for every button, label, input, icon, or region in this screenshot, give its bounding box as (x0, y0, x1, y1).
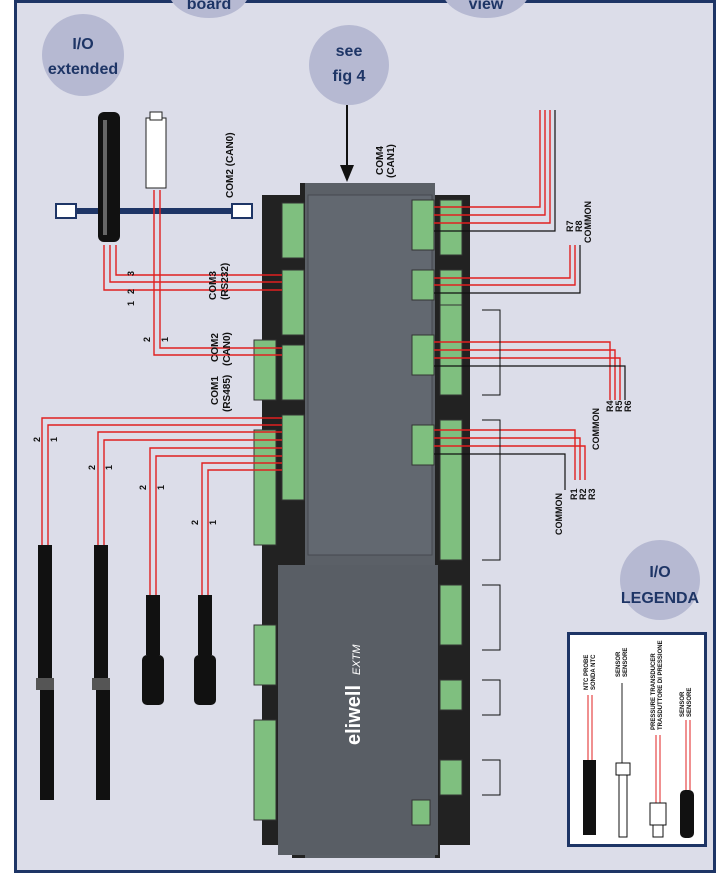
view-bubble (442, 0, 530, 18)
brand-model: EXTM (351, 644, 363, 675)
common-bot-label: COMMON (554, 493, 564, 535)
controller-lower-front (278, 565, 438, 855)
io-extended-line2: extended (47, 61, 119, 78)
wire-num-1e: 1 (156, 485, 166, 490)
legend-probe-icons (583, 683, 694, 838)
wire-num-2c: 2 (32, 437, 42, 442)
see-fig-bubble (309, 25, 389, 105)
r6-label: R6 (623, 400, 633, 412)
com2-top-label: COM2 (CAN0) (225, 132, 236, 198)
com2-label-line1: COM2 (210, 333, 221, 362)
board-bubble (168, 0, 250, 18)
io-legenda-line1: I/O (649, 564, 671, 581)
legend-sensor2-line1: SENSOR (680, 691, 686, 717)
common-top-label: COMMON (583, 201, 593, 243)
legend-box: NTC PROBE SONDA NTC SENSOR SENSORE PRESS… (567, 632, 707, 847)
see-fig-line1: see (335, 43, 363, 60)
wire-num-2e: 2 (138, 485, 148, 490)
com1-label-line2: (RS485) (222, 375, 233, 412)
probes (36, 545, 216, 800)
red-wires-right (434, 110, 621, 480)
wire-num-1c: 1 (49, 437, 59, 442)
red-wires-left (41, 190, 282, 690)
bracket-lines (482, 309, 501, 796)
com1-label-line1: COM1 (210, 376, 221, 405)
common-wires (434, 110, 626, 490)
r7-label: R7 (565, 220, 575, 232)
legend-ntc-line1: NTC PROBE (584, 655, 590, 690)
board-label: board (186, 0, 232, 13)
com3-label-line1: COM3 (208, 271, 219, 300)
wire-num-1d: 1 (104, 465, 114, 470)
left-terminals (253, 202, 305, 821)
wire-num-2b: 2 (142, 337, 152, 342)
relay-labels: R7 R8 COMMON R4 R5 R6 COMMON COMMON R1 R… (554, 201, 633, 535)
com3-label-line2: (RS232) (220, 263, 231, 300)
io-legenda-line2: LEGENDA (620, 590, 700, 607)
legend-sensor2-line2: SENSORE (687, 688, 693, 717)
io-extended-bubble (42, 14, 124, 96)
legend-pressure-line2: TRASDUTTORE DI PRESSIONE (658, 640, 664, 730)
com4-label-line1: COM4 (375, 146, 386, 175)
controller-upper-strip (307, 194, 433, 556)
wire-num-1a: 1 (126, 301, 136, 306)
legend-sensor1-line1: SENSOR (616, 651, 622, 677)
fig-arrow-head (340, 165, 354, 182)
common-mid-label: COMMON (591, 408, 601, 450)
com4-label-line2: (CAN1) (386, 144, 397, 178)
can-cable (55, 111, 253, 242)
wire-num-2a: 2 (126, 289, 136, 294)
port-labels: COM4 (CAN1) COM2 (CAN0) COM3 (RS232) COM… (208, 132, 397, 412)
io-extended-line1: I/O (72, 36, 94, 53)
legend-ntc-line2: SONDA NTC (591, 654, 597, 690)
view-label: view (468, 0, 504, 13)
r1-label: R1 (569, 488, 579, 500)
wire-num-2f: 2 (190, 520, 200, 525)
wire-numbers: 3 2 1 2 1 2 1 2 1 2 1 2 1 (32, 271, 218, 525)
r2-label: R2 (578, 488, 588, 500)
legend-sensor1-line2: SENSORE (623, 648, 629, 677)
see-fig-line2: fig 4 (332, 68, 366, 85)
wire-num-3: 3 (126, 271, 136, 276)
r5-label: R5 (614, 400, 624, 412)
wire-num-1b: 1 (160, 337, 170, 342)
legend-pressure-line1: PRESSURE TRANSDUCER (651, 653, 657, 730)
io-legenda-bubble (620, 540, 700, 620)
r4-label: R4 (605, 400, 615, 412)
com2-label-line2: (CAN0) (222, 332, 233, 366)
legend-svg: NTC PROBE SONDA NTC SENSOR SENSORE PRESS… (583, 640, 694, 838)
r8-label: R8 (574, 220, 584, 232)
wire-num-2d: 2 (87, 465, 97, 470)
r3-label: R3 (587, 488, 597, 500)
wire-num-1f: 1 (208, 520, 218, 525)
brand-logo: eliwell (343, 685, 365, 745)
